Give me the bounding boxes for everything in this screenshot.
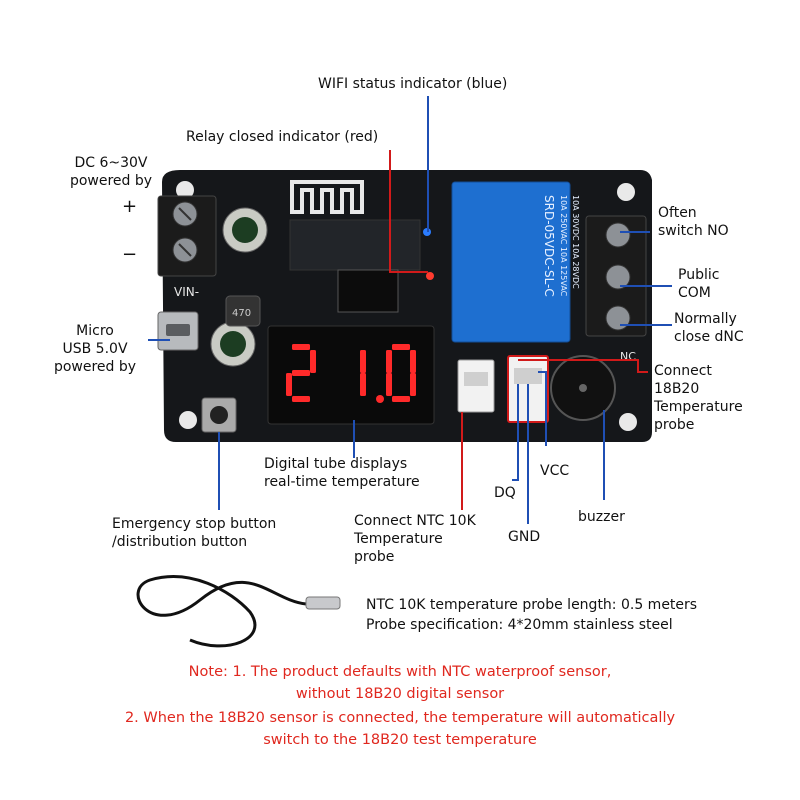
relay-status-led (426, 272, 434, 280)
digit-segment (286, 373, 292, 396)
dc-power-label: DC 6~30V powered by (69, 155, 153, 189)
leader-line (518, 359, 648, 373)
terminal-screw (605, 264, 631, 290)
normally-nc-label: Normally close dNC (674, 311, 744, 345)
digit-segment (292, 396, 310, 402)
mount-hole (617, 183, 635, 201)
public-com-label: Public COM (678, 267, 720, 301)
wifi-antenna (290, 180, 364, 214)
digit-segment (310, 350, 316, 373)
ntc-connect-label: Connect NTC 10K Temperature probe (354, 513, 476, 565)
often-no-label: Often switch NO (658, 205, 729, 239)
emergency-button-label: Emergency stop button /distribution butt… (112, 516, 277, 550)
note-line-1: Note: 1. The product defaults with NTC w… (188, 664, 612, 680)
vcc-label: VCC (540, 463, 570, 479)
relay (451, 181, 571, 343)
gnd-label: GND (508, 529, 541, 545)
vin-label: VIN- (174, 285, 199, 299)
decimal-point (376, 395, 384, 403)
svg-text:NC: NC (620, 350, 636, 363)
digit-segment (292, 370, 310, 376)
digit-segment (292, 344, 310, 350)
probe-spec-text: Probe specification: 4*20mm stainless st… (366, 617, 673, 633)
buzzer-label: buzzer (578, 509, 625, 525)
svg-text:470: 470 (232, 308, 251, 319)
dq-label: DQ (494, 485, 516, 501)
digit-segment (410, 350, 416, 373)
note-line-4: switch to the 18B20 test temperature (263, 732, 537, 748)
mount-hole (179, 411, 197, 429)
note-line-2: without 18B20 digital sensor (295, 686, 505, 702)
svg-text:10A 30VDC 10A 28VDC: 10A 30VDC 10A 28VDC (571, 195, 580, 289)
wifi-module-area (289, 219, 421, 271)
terminal-screw (605, 222, 631, 248)
mcu-chip (337, 269, 399, 313)
plus-sign: + (122, 196, 138, 217)
note-line-3: 2. When the 18B20 sensor is connected, t… (124, 710, 676, 726)
usb-power-label: Micro USB 5.0V powered by (53, 323, 137, 375)
ntc-probe-cable (136, 575, 307, 648)
minus-sign: − (122, 244, 138, 265)
relay-indicator-label: Relay closed indicator (red) (186, 129, 379, 145)
connect-18b20-label: Connect 18B20 Temperature probe (654, 363, 743, 433)
digit-segment (392, 344, 410, 350)
digit-segment (360, 373, 366, 396)
wifi-indicator-label: WIFI status indicator (blue) (318, 76, 508, 92)
digit-segment (410, 373, 416, 396)
ntc-probe-tip (305, 596, 341, 610)
digit-segments (286, 344, 416, 403)
mount-hole (176, 181, 194, 199)
probe-length-text: NTC 10K temperature probe length: 0.5 me… (366, 597, 698, 613)
digit-segment (392, 396, 410, 402)
leader-line (389, 150, 428, 273)
power-terminal-block (157, 195, 217, 277)
inductor (225, 295, 261, 327)
digit-segment (386, 350, 392, 373)
relay-model: SRD-05VDC-SL-C (542, 195, 556, 297)
leader-line (538, 371, 547, 446)
mount-hole (619, 413, 637, 431)
digit-segment (360, 350, 366, 373)
digital-tube-label: Digital tube displays real-time temperat… (264, 456, 420, 490)
svg-text:10A 250VAC 10A 125VAC: 10A 250VAC 10A 125VAC (559, 195, 568, 297)
terminal-screw (605, 305, 631, 331)
digit-segment (386, 373, 392, 396)
leader-line (512, 384, 519, 481)
